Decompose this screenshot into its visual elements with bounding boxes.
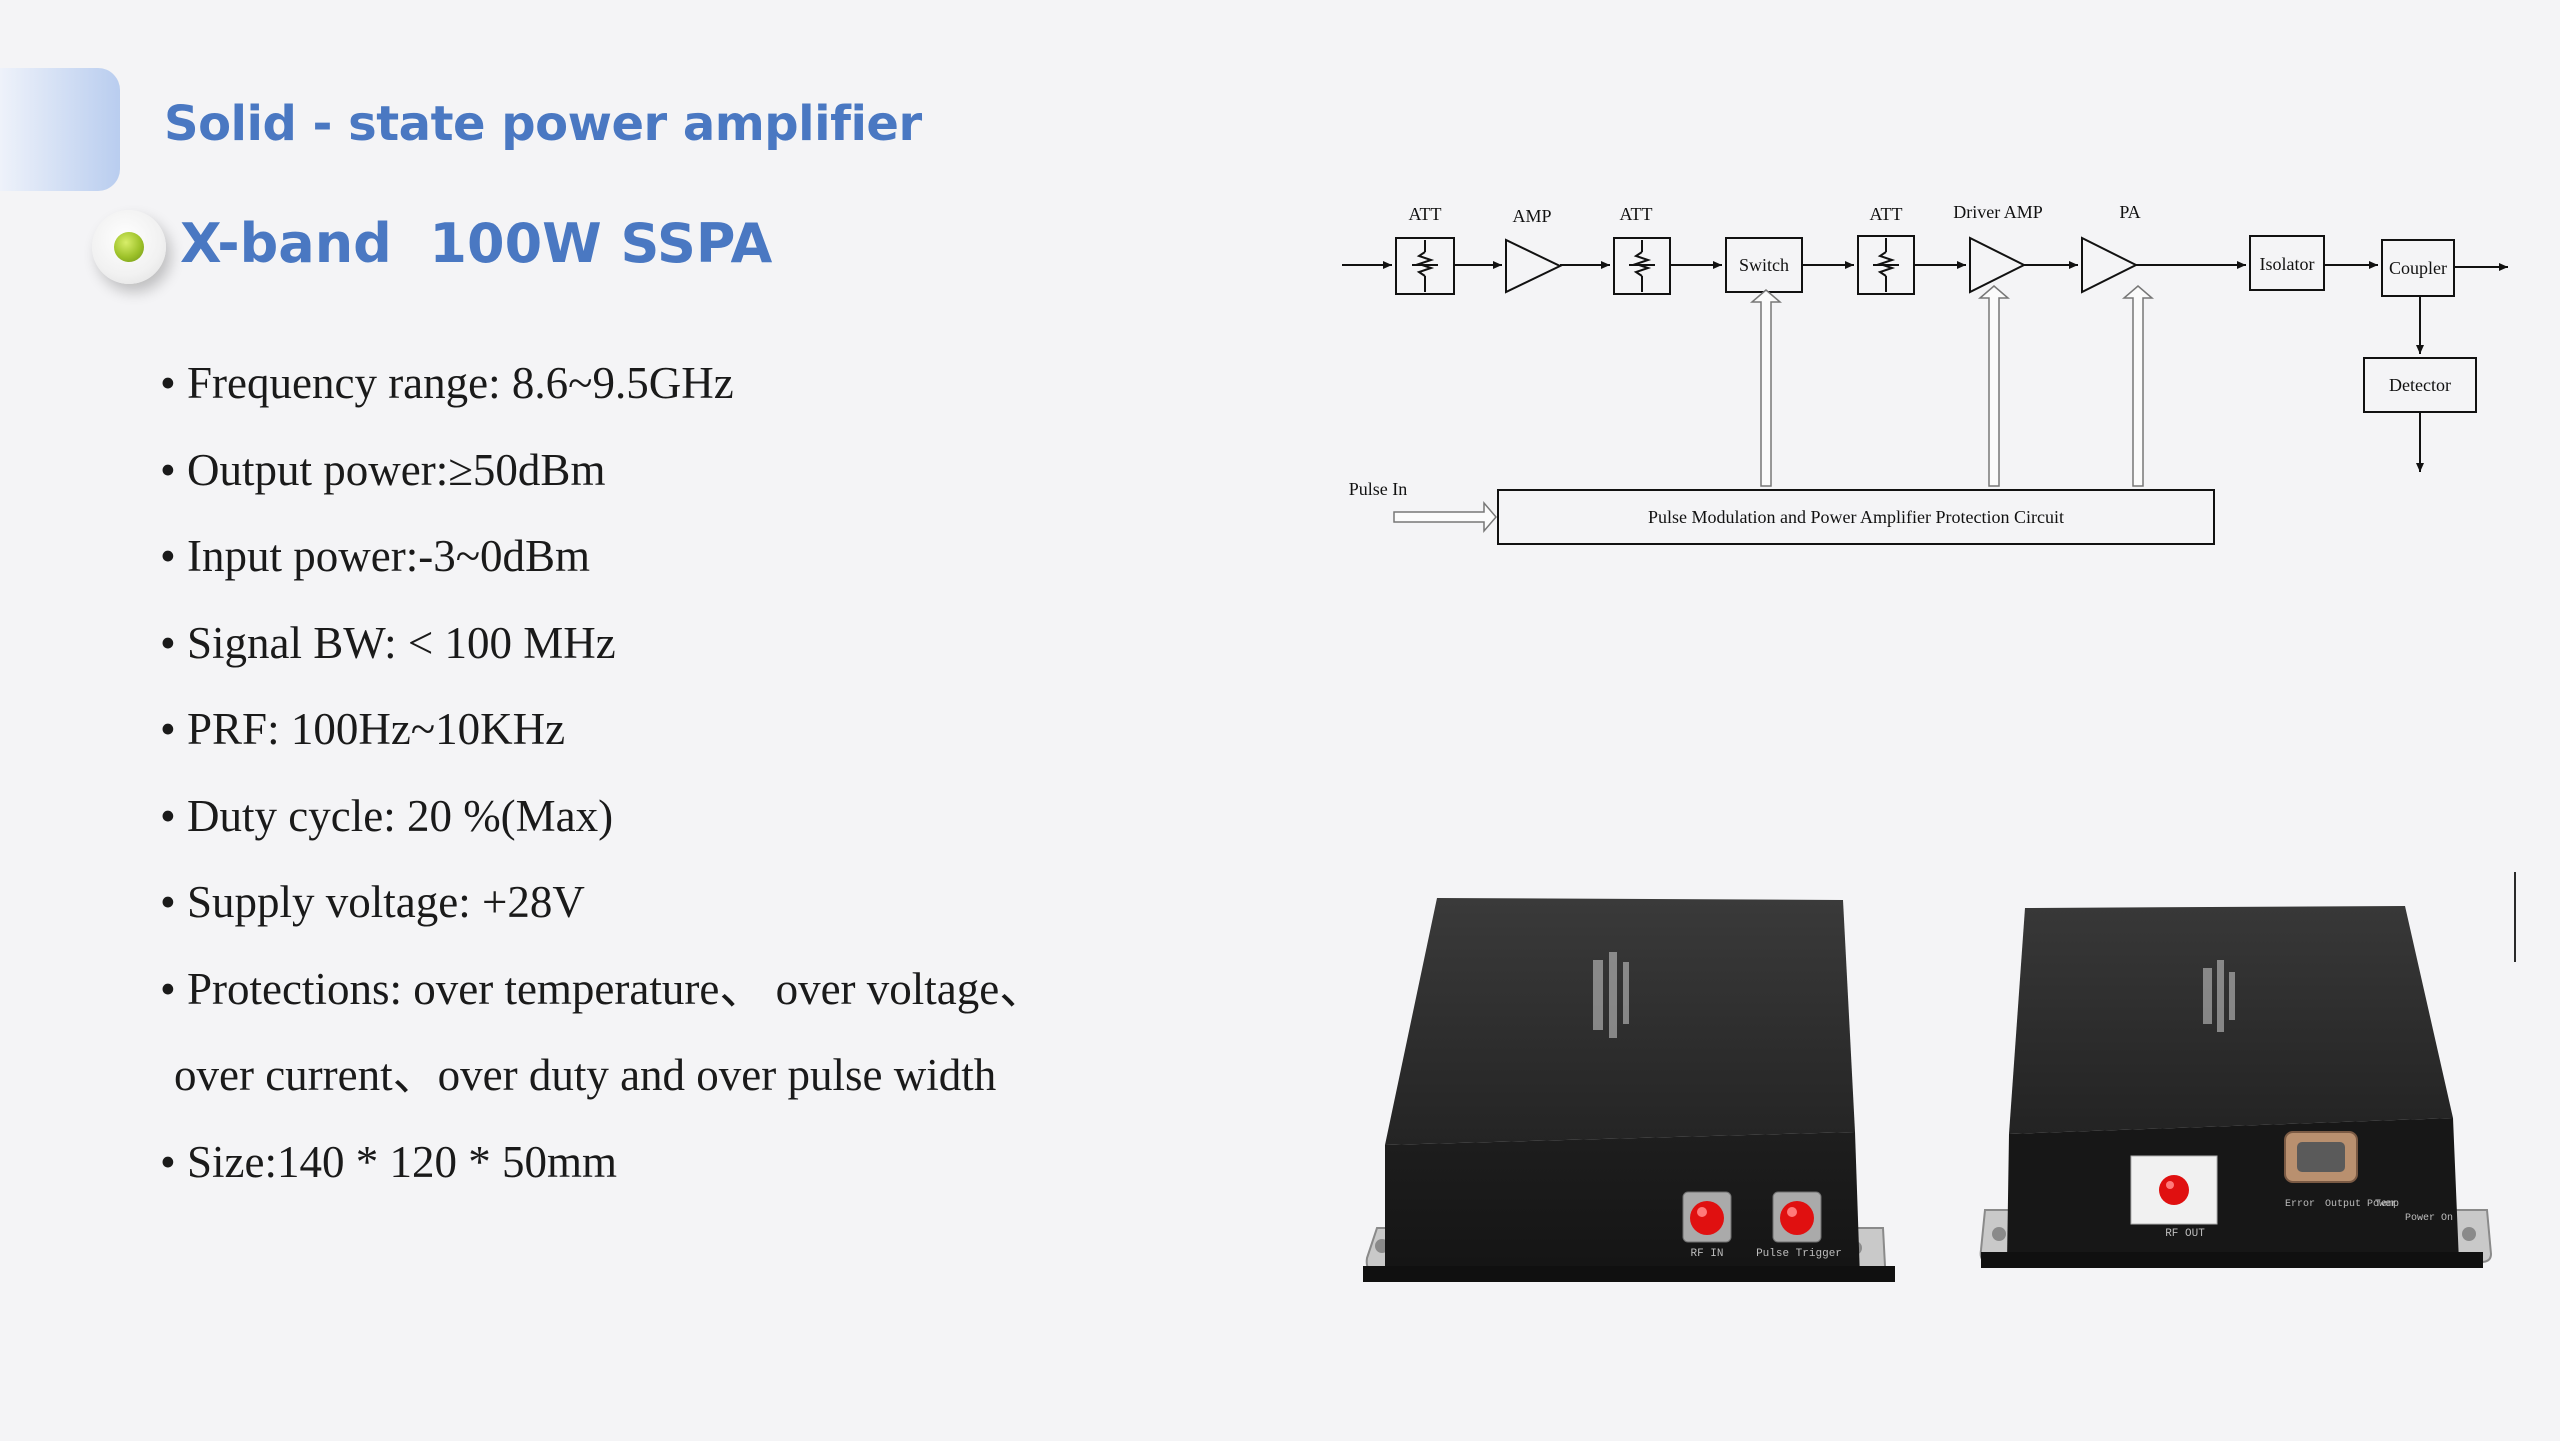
spec-frequency: • Frequency range: 8.6~9.5GHz [160,340,1120,427]
rf-out-label: RF OUT [2165,1228,2205,1240]
pulse-trigger-label: Pulse Trigger [1756,1248,1842,1260]
switch-label: Switch [1739,255,1789,275]
isolator-label: Isolator [2260,254,2315,274]
coupler-label: Coupler [2389,258,2447,278]
green-bullet-icon [92,210,166,284]
spec-protections: • Protections: over temperature、 over vo… [160,946,1120,1033]
product-subtitle: X-band 100W SSPA [180,212,773,275]
att-label-3: ATT [1870,204,1903,224]
bullet-mark: • [160,531,176,581]
block-diagram: ATT AMP ATT ATT Driver AMP PA Switch Iso… [1342,202,2508,545]
spec-text: Frequency range: 8.6~9.5GHz [187,358,734,408]
pa-label: PA [2119,202,2140,222]
indicator-power-on-label: Power On [2405,1213,2453,1224]
device-photo-rf-out: RF OUT Error Output Power Temp Power On [1979,906,2493,1268]
spec-text: Output power:≥50dBm [187,444,606,495]
bullet-mark: • [160,963,176,1014]
spec-text: over current、over duty and over pulse wi… [174,1050,997,1100]
att-label-2: ATT [1620,204,1653,224]
protection-label: Pulse Modulation and Power Amplifier Pro… [1648,507,2064,527]
spec-duty-cycle: • Duty cycle: 20 %(Max) [160,773,1120,860]
spec-size: • Size:140 * 120 * 50mm [160,1119,1120,1206]
spec-text: Size:140 * 120 * 50mm [187,1136,617,1187]
control-arrow [1977,285,2011,487]
slide-title: Solid - state power amplifier [164,96,922,152]
spec-list: • Frequency range: 8.6~9.5GHz • Output p… [160,340,1120,1205]
bullet-mark: • [160,1136,176,1187]
spec-input-power: • Input power:-3~0dBm [160,513,1120,600]
spec-signal-bw: • Signal BW: < 100 MHz [160,600,1120,687]
spec-text: Protections: over temperature、 over volt… [187,963,1045,1014]
green-dot-icon [114,232,144,262]
pa-triangle [2081,236,2139,294]
spec-output-power: • Output power:≥50dBm [160,427,1120,514]
bullet-mark: • [160,358,176,408]
indicator-output-power-label: Output Power [2325,1199,2397,1210]
bullet-mark: • [160,704,176,754]
pulse-in-arrow [1393,500,1497,534]
amp-triangle [1505,238,1563,294]
protection-block [1497,489,2215,545]
spec-text: Signal BW: < 100 MHz [187,617,616,668]
isolator-block [2249,235,2325,291]
indicator-temp-label: Temp [2375,1199,2399,1210]
spec-text: Duty cycle: 20 %(Max) [187,790,614,841]
driver-amp-label: Driver AMP [1953,202,2043,222]
spec-supply-voltage: • Supply voltage: +28V [160,859,1120,946]
amp-label: AMP [1512,206,1551,226]
bullet-mark: • [160,617,176,668]
att-block-2 [1613,237,1671,295]
spec-text: Input power:-3~0dBm [187,531,591,581]
control-arrow [1749,289,1783,487]
att-label-1: ATT [1409,204,1442,224]
detector-label: Detector [2389,375,2451,395]
control-arrow [2121,285,2155,487]
bullet-mark: • [160,444,176,495]
detector-block [2363,357,2477,413]
spec-text: Supply voltage: +28V [187,877,585,927]
rf-in-label: RF IN [1690,1248,1723,1260]
bullet-mark: • [160,790,176,841]
corner-tab-decoration [0,68,120,191]
pulse-in-label: Pulse In [1349,479,1408,499]
indicator-error-label: Error [2285,1199,2315,1210]
bullet-mark: • [160,877,176,927]
coupler-block [2381,239,2455,297]
spec-protections-continued: over current、over duty and over pulse wi… [160,1032,1120,1119]
spec-prf: • PRF: 100Hz~10KHz [160,686,1120,773]
edge-divider [2514,872,2516,962]
device-front-face [2007,1118,2459,1262]
att-block-3 [1857,235,1915,295]
status-indicator-labels: Error Output Power Temp Power On [2285,1199,2453,1224]
device-photo-rf-in: RF IN Pulse Trigger [1363,898,1895,1282]
spec-text: PRF: 100Hz~10KHz [187,704,566,754]
device-top-face [1385,898,1855,1145]
device-front-face [1385,1132,1860,1278]
att-block-1 [1395,237,1455,295]
driver-amp-triangle [1969,236,2027,294]
